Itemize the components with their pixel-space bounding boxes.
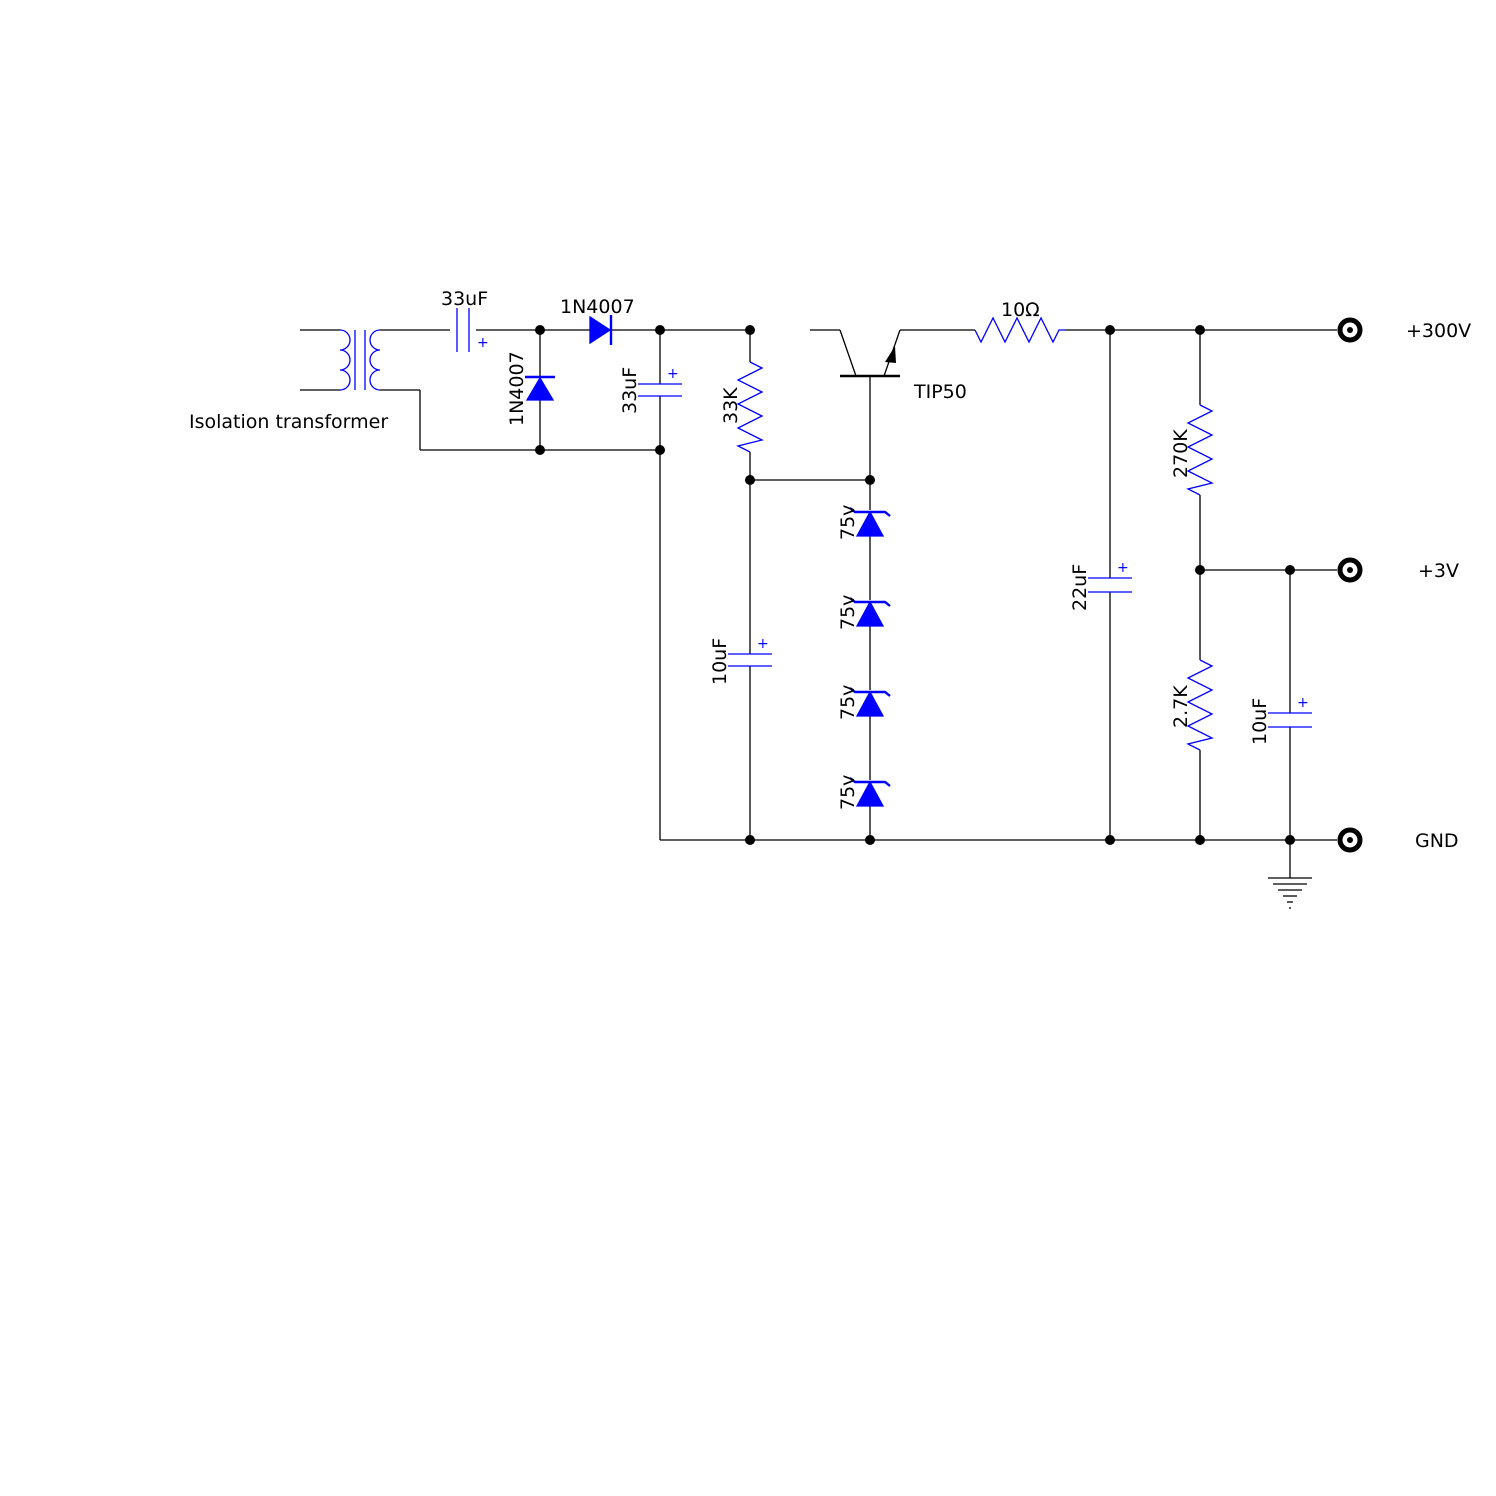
filter-capacitor-label: 33uF xyxy=(619,367,641,414)
divider-bottom-resistor-label: 2.7K xyxy=(1170,685,1192,728)
series-resistor xyxy=(974,316,1065,344)
bias-resistor-label: 33K xyxy=(720,387,742,424)
zener-3-label: 75v xyxy=(837,685,859,720)
terminal-3v-label: +3V xyxy=(1418,560,1459,582)
wires xyxy=(300,329,1337,878)
isolation-transformer xyxy=(339,329,381,391)
input-capacitor xyxy=(456,308,470,352)
transistor xyxy=(839,329,901,378)
shunt-diode-label: 1N4007 xyxy=(506,351,528,426)
zener-1 xyxy=(849,507,891,537)
output-capacitor-plus: + xyxy=(1117,560,1129,576)
terminal-3v[interactable] xyxy=(1337,557,1363,583)
filter-capacitor xyxy=(638,383,682,397)
series-resistor-label: 10Ω xyxy=(1001,299,1040,321)
divider-top-resistor-label: 270K xyxy=(1170,429,1192,478)
series-diode xyxy=(589,315,613,345)
bias-capacitor xyxy=(728,653,772,667)
bias-resistor xyxy=(736,361,764,453)
transistor-label: TIP50 xyxy=(913,381,967,403)
zener-4 xyxy=(849,777,891,807)
terminal-300v[interactable] xyxy=(1337,317,1363,343)
bias-capacitor-label: 10uF xyxy=(709,638,731,685)
divider-bottom-resistor xyxy=(1186,659,1214,751)
zener-3 xyxy=(849,687,891,717)
transformer-label: Isolation transformer xyxy=(189,411,388,433)
terminal-gnd-label: GND xyxy=(1415,830,1459,852)
zener-2 xyxy=(849,597,891,627)
output-capacitor-label: 22uF xyxy=(1069,564,1091,611)
series-diode-label: 1N4007 xyxy=(560,296,635,318)
output-3v-capacitor-plus: + xyxy=(1297,695,1309,711)
ground-symbol xyxy=(1268,877,1312,909)
zener-2-label: 75v xyxy=(837,595,859,630)
zener-4-label: 75v xyxy=(837,775,859,810)
junction-dots xyxy=(535,325,1295,845)
output-3v-capacitor xyxy=(1268,712,1312,728)
output-capacitor xyxy=(1088,577,1132,593)
zener-1-label: 75v xyxy=(837,505,859,540)
shunt-diode xyxy=(525,375,555,401)
bias-capacitor-plus: + xyxy=(757,636,769,652)
terminal-300v-label: +300V xyxy=(1406,320,1471,342)
filter-capacitor-plus: + xyxy=(667,366,679,382)
input-capacitor-label: 33uF xyxy=(441,288,488,310)
output-3v-capacitor-label: 10uF xyxy=(1249,698,1271,745)
terminal-gnd[interactable] xyxy=(1337,827,1363,853)
divider-top-resistor xyxy=(1186,404,1214,496)
input-capacitor-plus: + xyxy=(477,335,489,351)
